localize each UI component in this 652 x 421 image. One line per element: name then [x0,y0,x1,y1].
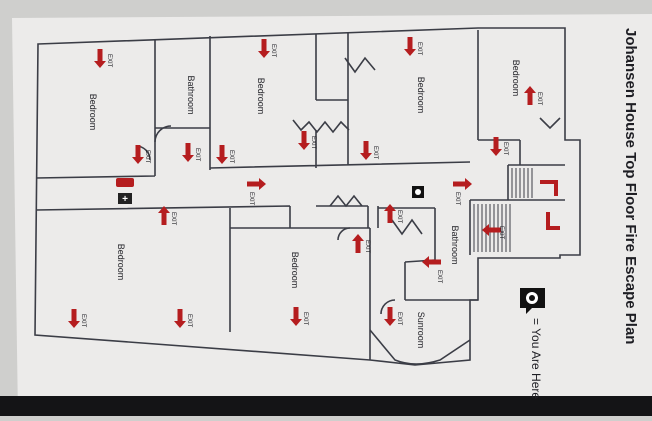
first-aid-icon [118,193,132,204]
sunroom-bay [369,329,471,365]
door-swing [154,125,172,143]
exit-label: EXIT [228,150,234,164]
room-label-bedroom: Bedroom [116,244,126,281]
exit-label: EXIT [536,92,542,106]
exit-arrow-icon [290,307,302,326]
exit-arrow-icon [524,86,536,105]
legend-text: = You Are Here [529,318,543,399]
exit-label: EXIT [170,212,176,226]
exit-arrow-icon [132,145,144,164]
room-label-bathroom: Bathroom [450,225,460,264]
exit-arrow-icon [360,141,372,160]
room-label-bedroom: Bedroom [290,252,300,289]
exit-arrows: EXIT EXIT EXIT EXIT EXIT EXIT EXIT EXIT EXIT EXIT… [68,37,560,328]
exit-label: EXIT [310,136,316,150]
exit-label: EXIT [364,240,370,254]
svg-text:+: + [122,194,128,205]
exit-arrow-icon [174,309,186,328]
room-label-bedroom: Bedroom [416,77,426,114]
exit-arrow-icon [298,131,310,150]
exit-label: EXIT [270,44,276,58]
exit-arrow-icon [258,39,270,58]
exit-label: EXIT [186,314,192,328]
exit-label: EXIT [416,42,422,56]
closet-doors [539,117,561,130]
exit-label: EXIT [502,142,508,156]
door-swing [380,299,396,315]
room-labels: Bedroom Bathroom Bedroom Bedroom Bedroom… [88,60,521,349]
closet-doors [292,119,350,134]
exit-label: EXIT [248,192,254,206]
plan-title: Johansen House Top Floor Fire Escape Pla… [622,28,639,344]
exit-arrow-icon [422,256,441,268]
room-label-bedroom: Bedroom [88,94,98,131]
screen-bezel [0,396,652,416]
exit-arrow-icon [247,178,266,190]
closet-doors [329,194,363,208]
exit-label: EXIT [106,54,112,68]
legend-you-are-here-icon [520,288,545,314]
exit-label: EXIT [144,150,150,164]
top-rooms-walls [35,30,521,179]
exit-arrow-icon [490,137,502,156]
exit-label: EXIT [80,314,86,328]
exit-arrow-icon [158,206,170,225]
exit-label: EXIT [498,226,504,240]
room-label-bedroom: Bedroom [256,78,266,115]
exit-label: EXIT [302,312,308,326]
exit-label: EXIT [194,148,200,162]
room-label-bedroom: Bedroom [511,60,521,97]
room-label-bathroom: Bathroom [186,75,196,114]
exit-arrow-icon [453,178,472,190]
door-swing [337,227,351,241]
you-are-here-icon [412,186,424,198]
closet-doors [391,218,423,236]
exit-arrow-icon [404,37,416,56]
room-label-sunroom: Sunroom [416,312,426,349]
exit-arrow-icon [216,145,228,164]
exit-arrow-icon [384,307,396,326]
exit-label: EXIT [396,210,402,224]
exit-label: EXIT [396,312,402,326]
stair-exit-arrow-icon [546,212,560,230]
exit-arrow-icon [482,224,501,236]
exit-arrow-icon [182,143,194,162]
fire-extinguisher-icon [116,178,134,187]
exit-arrow-icon [94,49,106,68]
exit-label: EXIT [436,270,442,284]
closet-doors [344,56,376,74]
paper-sheet [12,14,652,416]
exit-arrow-icon [352,234,364,253]
staircase [469,164,565,255]
stair-exit-arrow-icon [540,180,558,196]
exit-arrow-icon [68,309,80,328]
exit-label: EXIT [372,146,378,160]
exit-arrow-icon [384,204,396,223]
exit-label: EXIT [454,192,460,206]
outer-wall [34,27,581,366]
